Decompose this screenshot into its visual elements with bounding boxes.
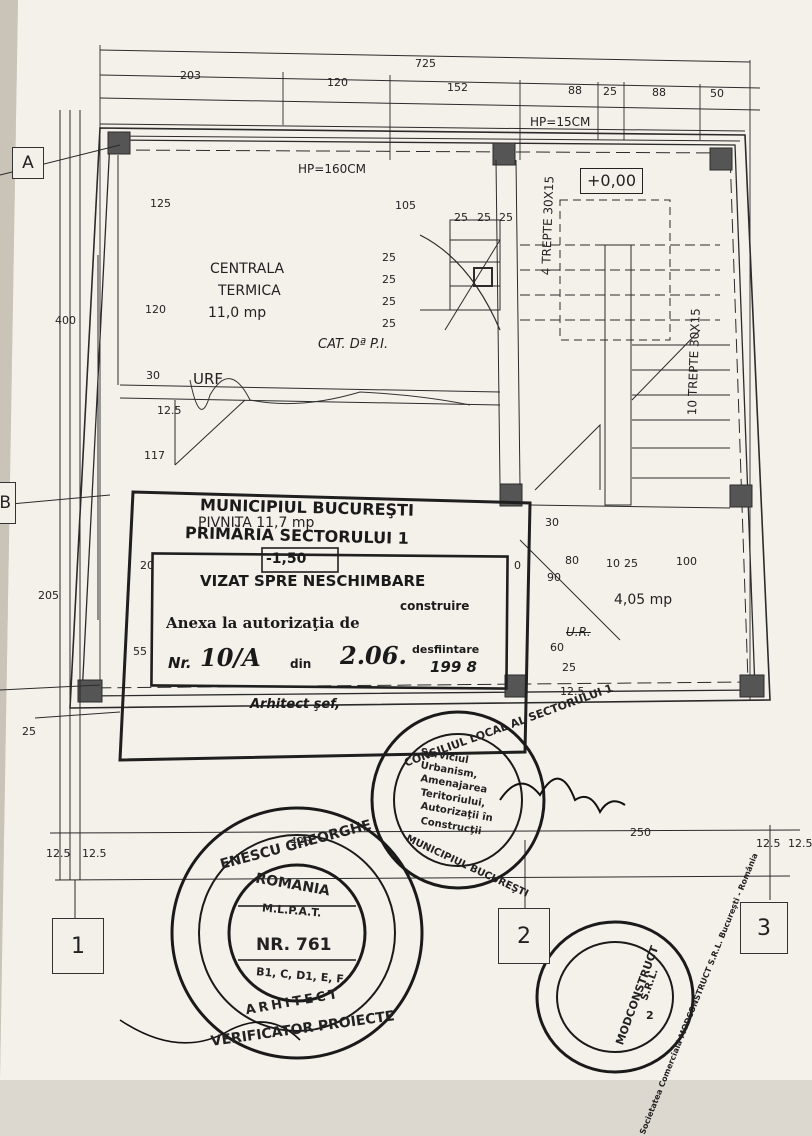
stamp-frame [118,490,532,762]
dim-55: 55 [133,645,147,658]
council-stamp [370,710,546,890]
room-small-area: 4,05 mp [614,592,673,608]
dim-25-right: 25 [624,557,638,570]
axis-col-1: 1 [52,918,104,974]
dim-bottom-b: 12.5 [82,847,107,860]
dim-125: 125 [150,197,171,210]
note-hp-room: HP=160CM [298,162,366,176]
dim-117: 117 [144,449,165,462]
dim-90: 90 [547,571,561,584]
dim-120-left: 120 [145,303,166,316]
note-hp-top: HP=15CM [530,115,591,129]
dim-bottom-a: 12.5 [46,847,71,860]
dim-stair-25g: 25 [382,317,396,330]
dim-30-right: 30 [545,516,559,529]
stamp-nr-value: 10/A [200,643,261,672]
axis-col-3: 3 [740,902,788,954]
dim-20: 20 [140,559,154,572]
stamp-line-4: construire [400,599,470,613]
dim-bottom-c: 12.5 [756,837,781,850]
dim-stair-25f: 25 [382,295,396,308]
room-centrala-name-2: TERMICA [218,283,281,299]
dim-stair-25a: 25 [454,211,468,224]
dim-30-left: 30 [146,369,160,382]
stamp-line-5: Anexa la autorizaţia de [166,614,360,632]
dim-bottom-250: 250 [630,826,651,839]
dim-12-5-left: 12.5 [157,404,182,417]
dim-205: 205 [38,589,59,602]
dim-25: 25 [603,85,617,98]
verifier-number: NR. 761 [256,935,332,955]
dim-stair-25b: 25 [477,211,491,224]
note-cat: CAT. Dª P.I. [318,337,389,352]
dim-12-5-lower: 12.5 [560,685,585,698]
room-centrala-name-1: CENTRALA [210,261,285,277]
note-ur: U.R. [566,625,591,639]
note-urf: URF [193,370,224,388]
dim-25-lower: 25 [562,661,576,674]
dim-400: 400 [55,314,76,327]
stamp-date: 2.06. [340,641,407,670]
dim-203: 203 [180,69,201,82]
dim-stair-25e: 25 [382,273,396,286]
room-pivnita: PIVNITA 11,7 mp [198,515,315,531]
dim-88b: 88 [652,86,666,99]
dim-total-top: 725 [415,57,436,70]
level-marker: +0,00 [580,168,644,194]
company-stamp [535,920,695,1074]
dim-120: 120 [327,76,348,89]
dim-bottom-d: 12.5 [788,837,812,850]
stamp-line-6: desfiintare [412,643,480,656]
company-number: 2 [646,1009,654,1022]
verifier-stamp [170,806,424,1060]
stamp-level-box: -1,50 [266,551,307,567]
dim-bottom-425: 425 [290,835,311,848]
axis-col-2: 2 [498,908,550,964]
dim-80: 80 [565,554,579,567]
room-centrala-area: 11,0 mp [208,305,267,321]
stamp-din: din [290,657,312,671]
dim-stair-25c: 25 [499,211,513,224]
axis-row-b: B [0,482,16,524]
dim-0: 0 [514,559,521,572]
stamp-nr-prefix: Nr. [168,654,192,672]
dim-10: 10 [606,557,620,570]
stamp-architect: Arhitect şef, [250,697,341,712]
dim-88a: 88 [568,84,582,97]
dim-60: 60 [550,641,564,654]
dim-105: 105 [395,199,416,212]
stair-label-1: 4 TREPTE 30X15 [539,175,557,276]
dim-50: 50 [710,87,724,100]
dim-stair-25d: 25 [382,251,396,264]
paper [0,0,812,1080]
dim-152: 152 [447,81,468,94]
dim-100: 100 [676,555,697,568]
dim-25-left: 25 [22,725,36,738]
axis-row-a: A [12,147,44,179]
stamp-year: 199 8 [430,658,477,676]
stamp-line-3: VIZAT SPRE NESCHIMBARE [200,572,426,590]
stair-label-2: 10 TREPTE 30X15 [685,307,703,416]
